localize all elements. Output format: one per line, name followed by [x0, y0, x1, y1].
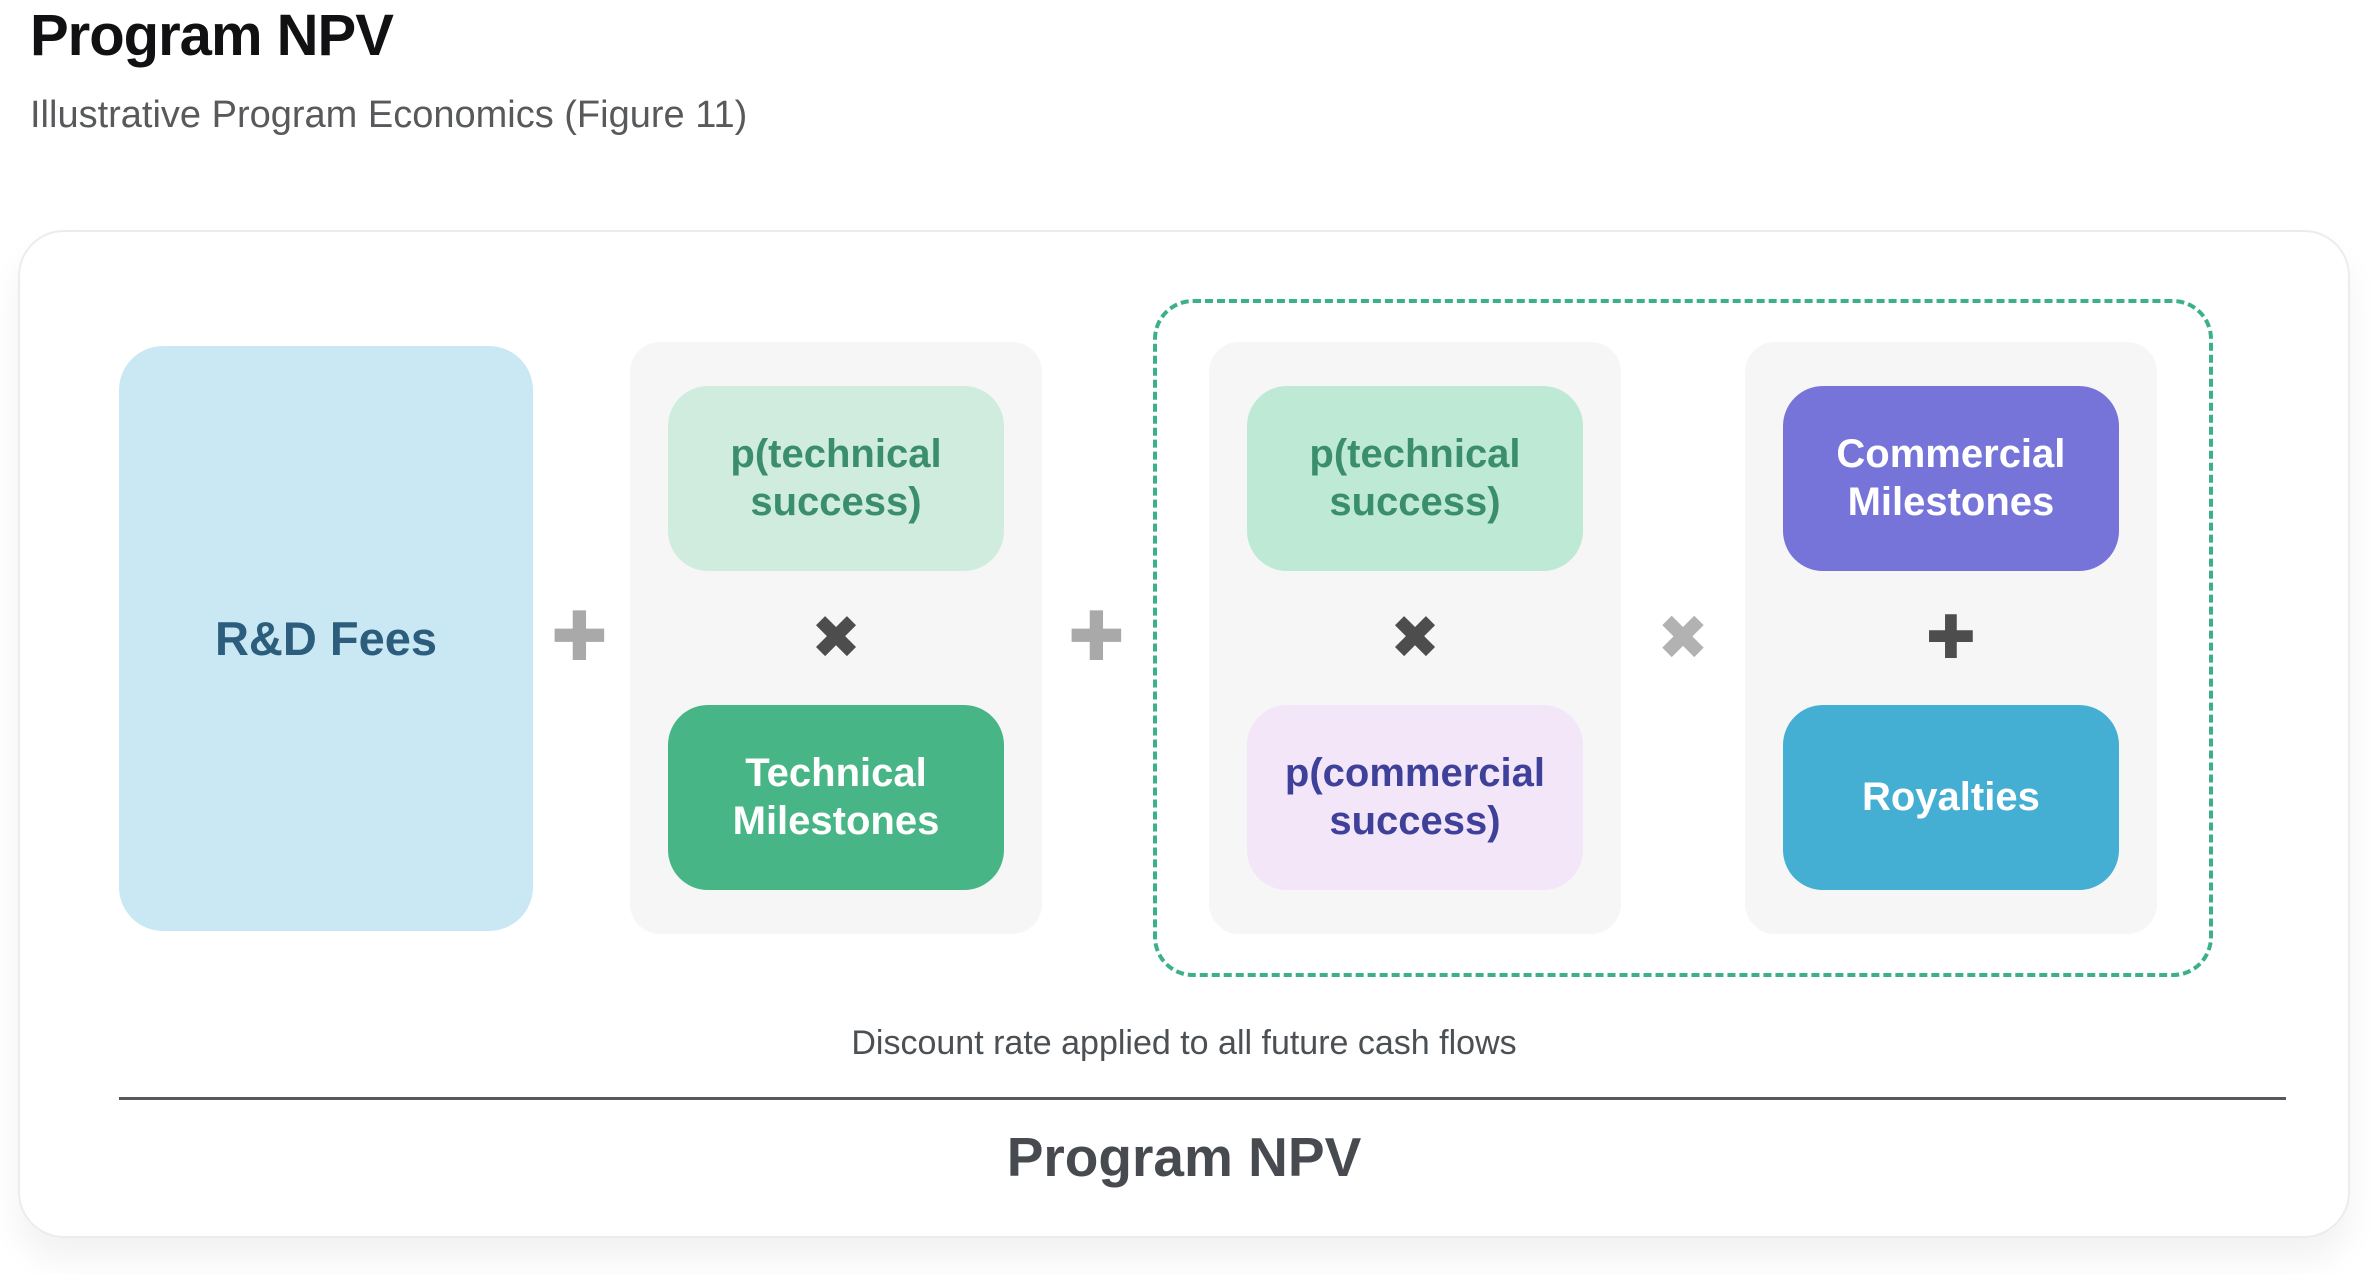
- p-technical-success-chip: p(technical success): [667, 386, 1004, 571]
- p-technical-success-label: p(technical success): [730, 432, 942, 524]
- multiply-operator-icon: ✖: [810, 603, 862, 673]
- program-npv-result-label: Program NPV: [1006, 1126, 1362, 1188]
- p-commercial-success-chip: p(commercial success): [1246, 705, 1583, 890]
- commercial-term-dashed-group: p(technical success) ✖ p(commercial succ…: [1152, 299, 2213, 977]
- royalties-chip: Royalties: [1782, 705, 2119, 890]
- diagram-card: R&D Fees ✚ p(technical success) ✖ Techni…: [18, 230, 2350, 1238]
- page-subtitle: Illustrative Program Economics (Figure 1…: [30, 93, 748, 136]
- commercial-milestones-chip: Commercial Milestones: [1782, 386, 2119, 571]
- p-commercial-success-label: p(commercial success): [1284, 751, 1546, 843]
- technical-term-group: p(technical success) ✖ Technical Milesto…: [629, 342, 1042, 934]
- plus-operator-icon: ✚: [551, 598, 608, 677]
- npv-formula-row: R&D Fees ✚ p(technical success) ✖ Techni…: [119, 299, 2213, 977]
- discount-rate-note: Discount rate applied to all future cash…: [851, 1024, 1517, 1062]
- plus-operator-icon: ✚: [1067, 598, 1125, 677]
- technical-milestones-chip: Technical Milestones: [667, 705, 1004, 890]
- p-technical-success-label: p(technical success): [1309, 432, 1521, 524]
- royalties-label: Royalties: [1861, 774, 2040, 819]
- p-technical-success-chip: p(technical success): [1246, 386, 1583, 571]
- payout-subgroup: Commercial Milestones ✚ Royalties: [1744, 342, 2157, 934]
- probability-subgroup: p(technical success) ✖ p(commercial succ…: [1208, 342, 1621, 934]
- page-header: Program NPV Illustrative Program Economi…: [30, 4, 747, 137]
- commercial-milestones-label: Commercial Milestones: [1836, 432, 2066, 524]
- rd-fees-label: R&D Fees: [214, 611, 437, 665]
- plus-operator-icon: ✚: [1925, 603, 1977, 673]
- technical-milestones-label: Technical Milestones: [732, 751, 940, 843]
- page-title: Program NPV: [30, 3, 394, 68]
- multiply-operator-icon: ✖: [1389, 603, 1441, 673]
- rd-fees-box: R&D Fees: [119, 345, 533, 931]
- divider-rule: [119, 1097, 2286, 1100]
- multiply-operator-icon: ✖: [1656, 601, 1709, 674]
